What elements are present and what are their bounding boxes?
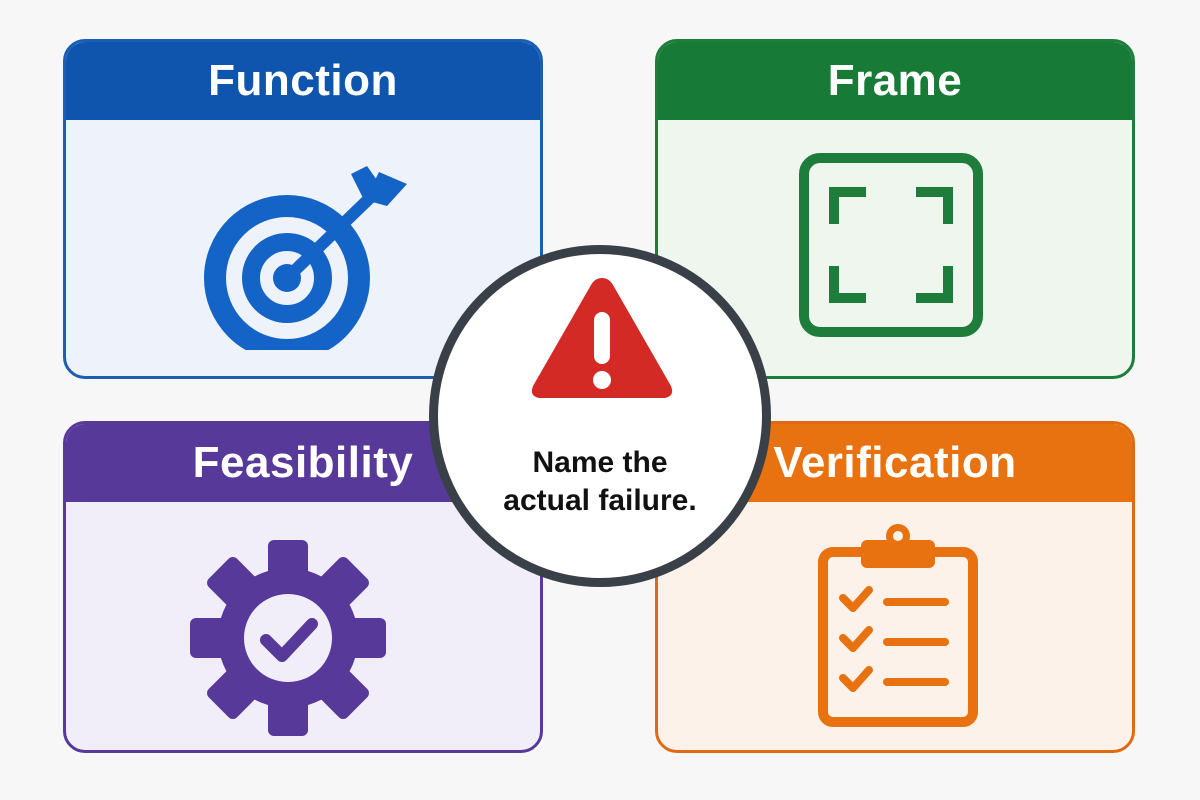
function-body xyxy=(66,120,540,376)
gear-check-icon xyxy=(190,540,386,736)
center-message: Name the actual failure. xyxy=(438,444,762,520)
feasibility-body xyxy=(66,502,540,750)
frame-header: Frame xyxy=(658,42,1132,120)
center-message-line1: Name the xyxy=(532,446,668,479)
center-callout: Name the actual failure. xyxy=(429,245,771,587)
target-arrow-icon xyxy=(204,166,407,350)
function-card: Function xyxy=(63,39,543,379)
verification-body xyxy=(658,502,1132,750)
verification-card: Verification xyxy=(655,421,1135,753)
center-message-line2: actual failure. xyxy=(503,484,697,517)
frame-body xyxy=(658,120,1132,376)
clipboard-checklist-icon xyxy=(818,524,978,727)
frame-corners-icon xyxy=(799,153,983,337)
frame-card: Frame xyxy=(655,39,1135,379)
function-header: Function xyxy=(66,42,540,120)
warning-triangle-icon xyxy=(531,278,673,398)
